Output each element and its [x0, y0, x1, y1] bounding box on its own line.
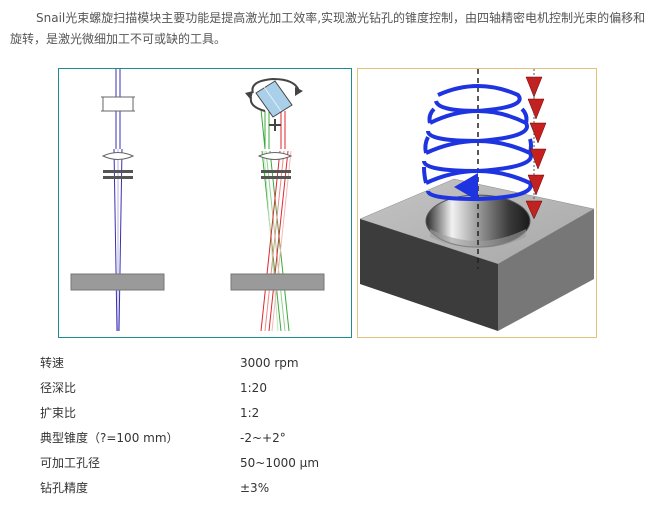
- spec-value: 3000 rpm: [240, 355, 299, 370]
- spec-value: -2~+2°: [240, 430, 286, 445]
- optical-path-svg: [70, 69, 325, 332]
- rotating-beam-system: [230, 77, 325, 332]
- spec-value: ±3%: [240, 480, 270, 495]
- workpiece-plate: [70, 273, 165, 291]
- spec-label: 转速: [40, 356, 65, 370]
- workpiece-block: [359, 178, 595, 331]
- spiral-arrow-icon: [454, 173, 478, 201]
- spec-value: 50~1000 µm: [240, 455, 320, 470]
- spiral-path: [422, 84, 533, 202]
- window-plate: [261, 176, 291, 179]
- spec-row: 可加工孔径 50~1000 µm: [40, 450, 440, 475]
- spec-label: 典型锥度（?=100 mm）: [40, 431, 179, 445]
- beam-expander: [102, 96, 134, 112]
- wedge-prism-icon: [255, 80, 293, 118]
- window-plate: [261, 170, 291, 173]
- focus-lens: [257, 152, 293, 160]
- spec-label: 扩束比: [40, 406, 77, 420]
- spec-row: 典型锥度（?=100 mm） -2~+2°: [40, 425, 440, 450]
- beam-line: [118, 148, 123, 332]
- window-plate: [103, 170, 133, 173]
- static-beam-system: [70, 69, 165, 332]
- intro-paragraph: Snail光束螺旋扫描模块主要功能是提高激光加工效率,实现激光钻孔的锥度控制，由…: [10, 11, 646, 46]
- workpiece-plate: [230, 273, 325, 291]
- optical-path-figure: [58, 68, 352, 338]
- spec-label: 可加工孔径: [40, 456, 101, 470]
- spiral-drilling-figure: [357, 68, 597, 338]
- rotation-arrow-icon: [245, 77, 303, 131]
- spec-label: 径深比: [40, 381, 77, 395]
- spec-value: 1:2: [240, 405, 260, 420]
- laser-cones: [525, 69, 547, 220]
- spec-value: 1:20: [240, 380, 267, 395]
- spiral-drilling-svg: [359, 69, 595, 331]
- focus-lens: [101, 152, 135, 160]
- spec-row: 钻孔精度 ±3%: [40, 475, 440, 500]
- spec-table: 转速 3000 rpm 径深比 1:20 扩束比 1:2 典型锥度（?=100 …: [40, 350, 440, 500]
- window-plate: [103, 176, 133, 179]
- spec-row: 转速 3000 rpm: [40, 350, 440, 375]
- spec-row: 径深比 1:20: [40, 375, 440, 400]
- spec-row: 扩束比 1:2: [40, 400, 440, 425]
- spec-label: 钻孔精度: [40, 481, 89, 495]
- beam-line: [113, 148, 118, 332]
